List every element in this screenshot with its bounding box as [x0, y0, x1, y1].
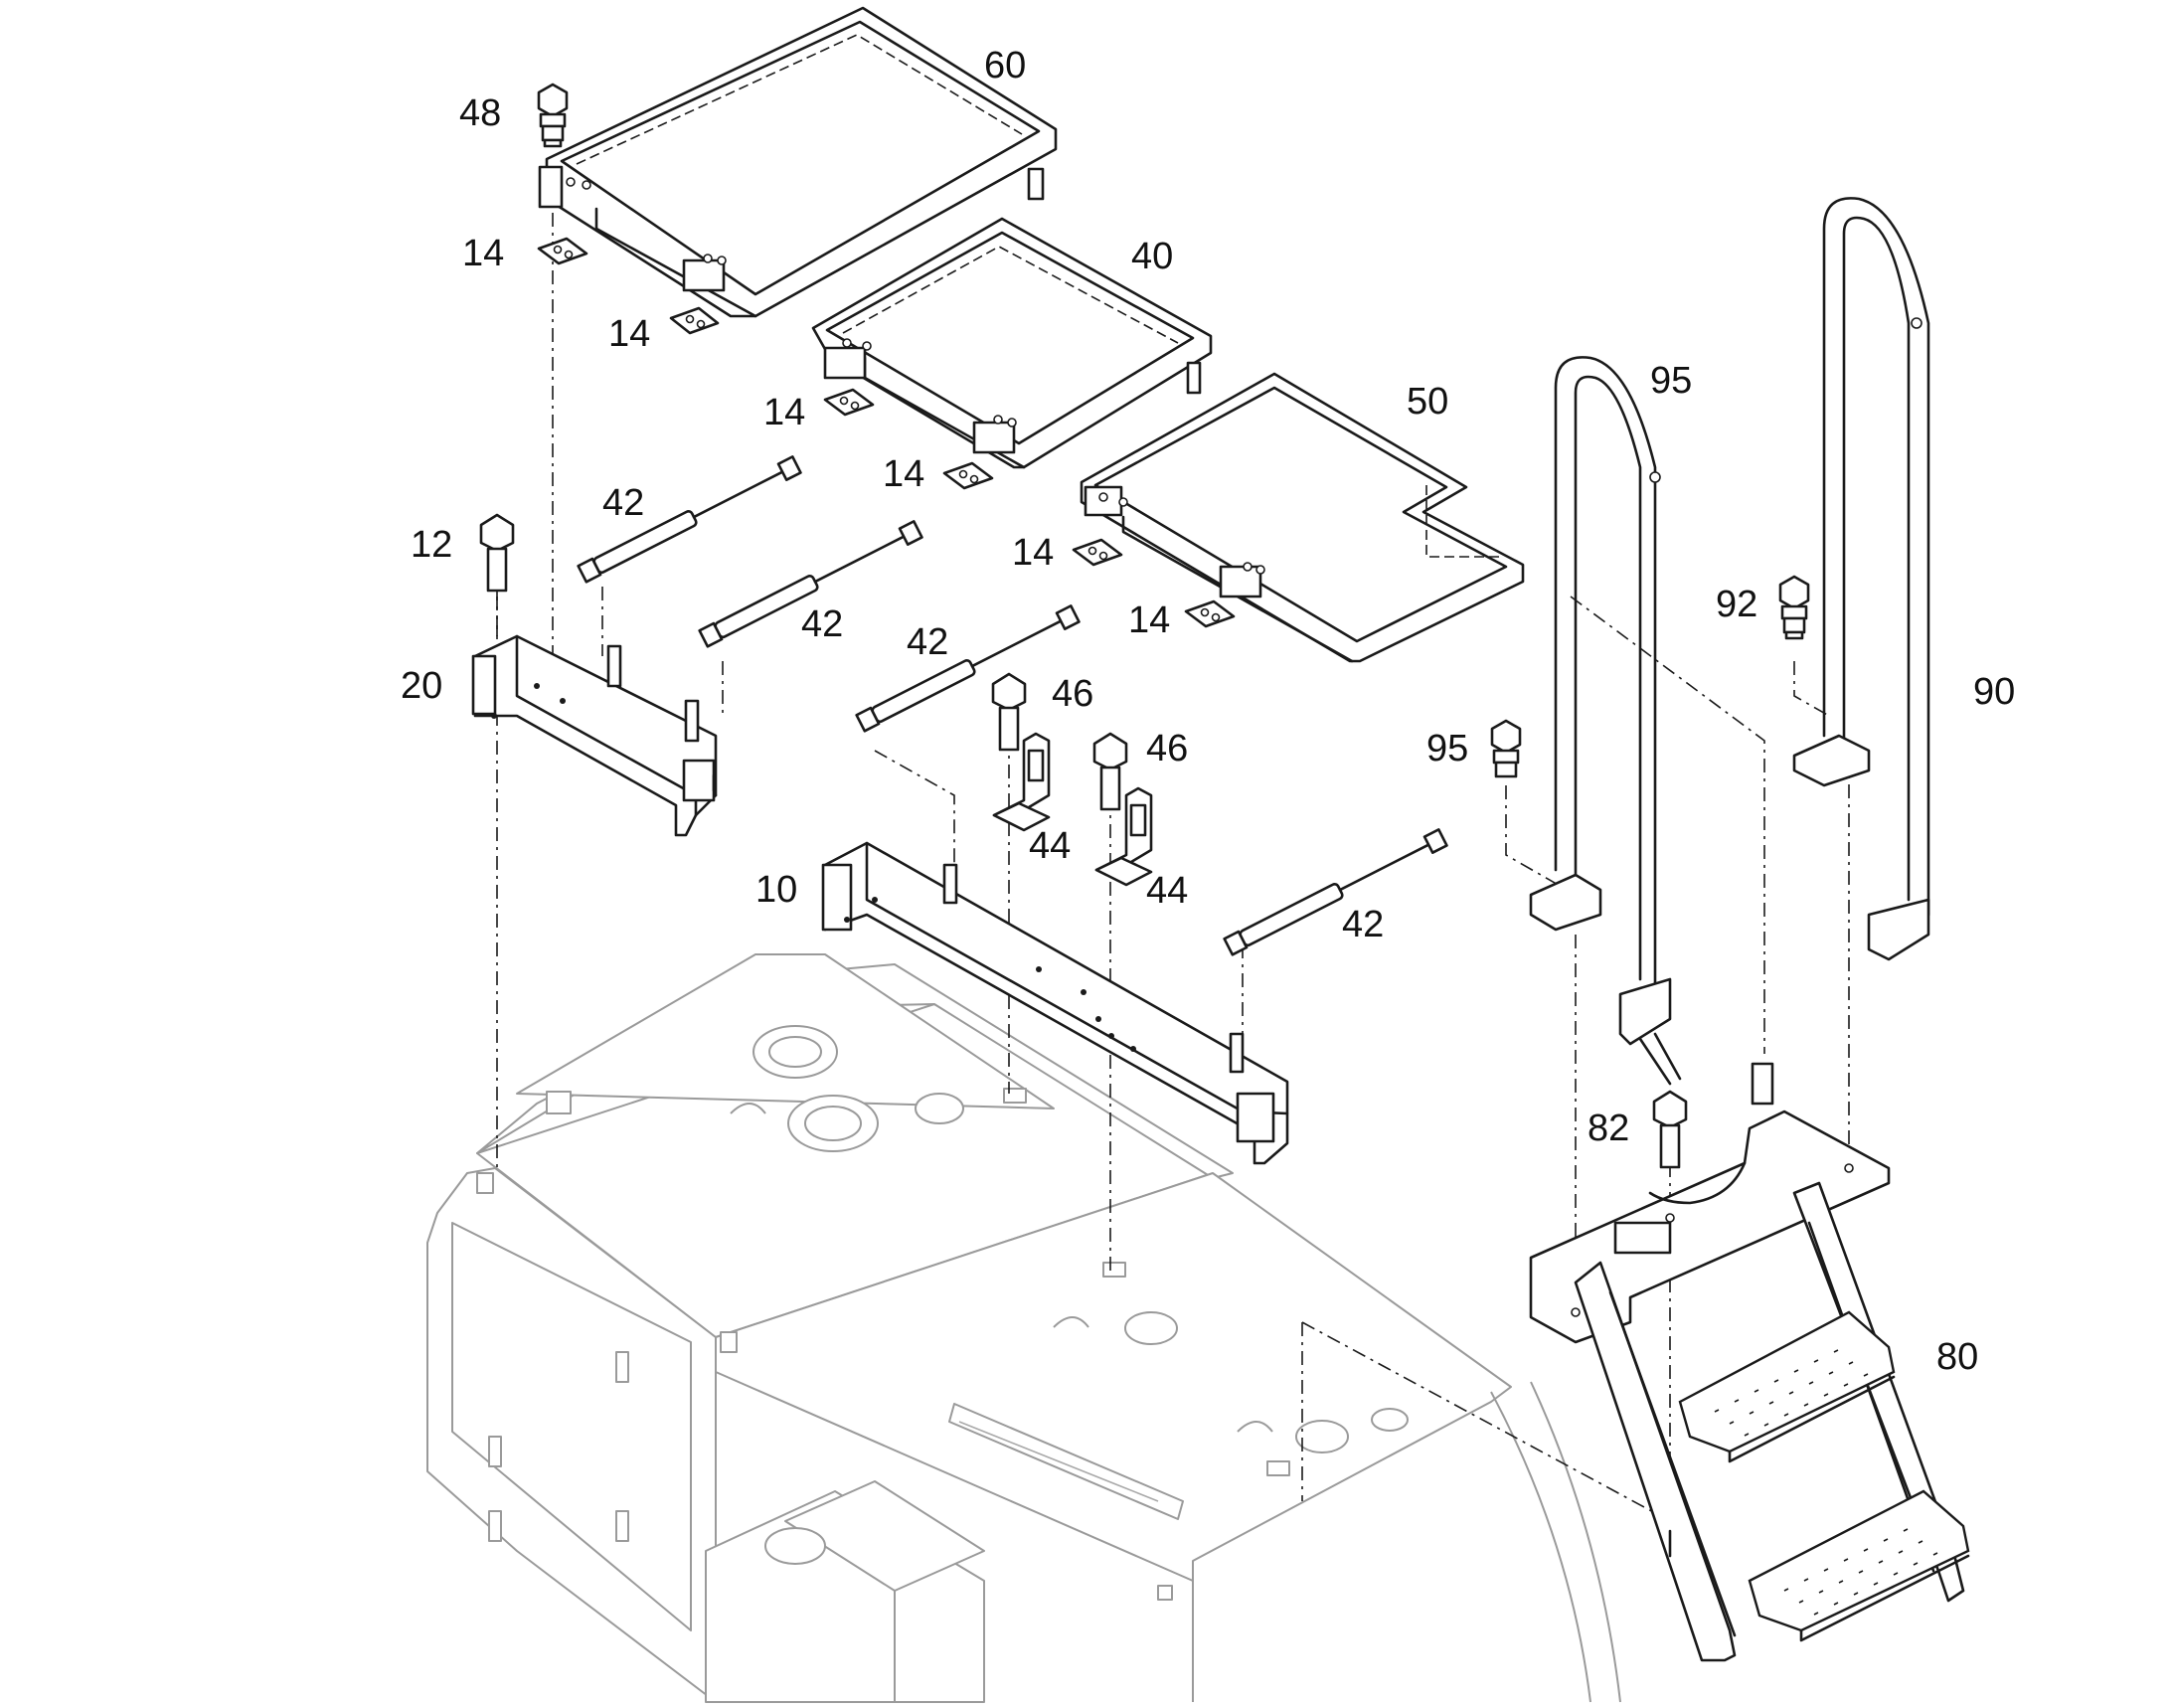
- label-95: 95: [1426, 728, 1468, 769]
- label-82: 82: [1588, 1108, 1629, 1149]
- label-46: 46: [1052, 673, 1093, 715]
- tread-perforations: [1714, 1349, 1938, 1616]
- part-42-gas-struts: [577, 455, 1448, 956]
- part-90-handrail: [1649, 197, 1930, 961]
- machine-body-ghost: [426, 953, 1621, 1703]
- part-95-handrail: [1529, 356, 1682, 1086]
- part-80-step-ladder: [1529, 1062, 1970, 1662]
- label-44: 44: [1029, 825, 1071, 867]
- label-95: 95: [1650, 360, 1692, 402]
- label-90: 90: [1973, 671, 2015, 713]
- label-14: 14: [462, 233, 504, 274]
- part-number-labels: 60 48 14 40 14 14 95 50 14 42 12 14 42 9…: [401, 45, 2015, 1378]
- grille-slots: [948, 1403, 1184, 1520]
- label-50: 50: [1407, 381, 1448, 423]
- label-40: 40: [1131, 236, 1173, 277]
- label-12: 12: [411, 524, 452, 566]
- part-20-bracket: [471, 634, 718, 837]
- label-42: 42: [801, 603, 843, 645]
- label-42: 42: [907, 621, 948, 663]
- label-20: 20: [401, 665, 442, 707]
- part-14-plates: [537, 237, 1236, 628]
- label-14: 14: [608, 313, 650, 355]
- label-14: 14: [1128, 599, 1170, 641]
- label-42: 42: [602, 482, 644, 524]
- label-44: 44: [1146, 870, 1188, 912]
- bolts: [479, 83, 1810, 1169]
- label-92: 92: [1716, 584, 1757, 625]
- label-60: 60: [984, 45, 1026, 86]
- part-60-tray: [538, 6, 1058, 318]
- label-46: 46: [1146, 728, 1188, 769]
- part-40-tray: [811, 217, 1213, 469]
- label-80: 80: [1936, 1336, 1978, 1378]
- label-14: 14: [1012, 532, 1054, 574]
- label-48: 48: [459, 92, 501, 134]
- part-44-hinges: [992, 732, 1153, 887]
- label-14: 14: [763, 392, 805, 433]
- part-10-beam: [821, 841, 1289, 1165]
- label-10: 10: [755, 869, 797, 911]
- label-14: 14: [883, 453, 924, 495]
- label-42: 42: [1342, 904, 1384, 945]
- part-50-tray: [1080, 372, 1525, 663]
